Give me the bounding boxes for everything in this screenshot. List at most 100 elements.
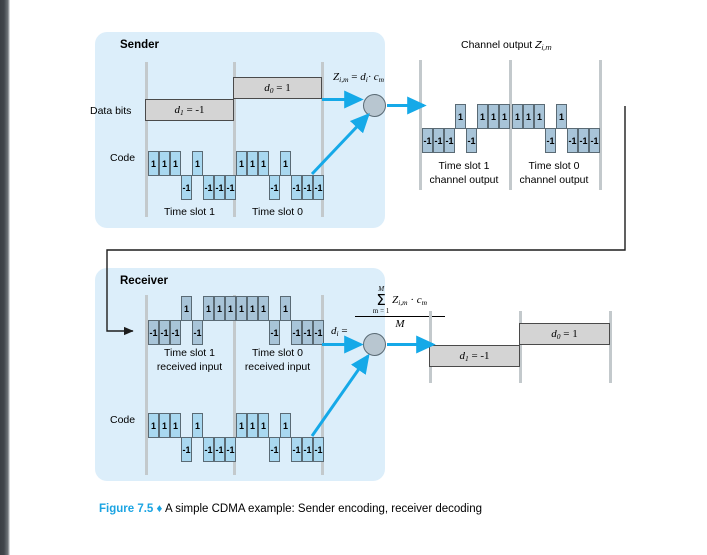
recv-in-slot0-chip-8: -1 — [313, 320, 324, 345]
sender-d0-sub: 0 — [269, 85, 274, 95]
recv-in-slot0-chip-7: -1 — [302, 320, 313, 345]
channel-out-slot0-chip-3: 1 — [534, 104, 545, 129]
receiver-divider-mid — [233, 295, 236, 475]
recv-code-slot0-chip-2: 1 — [247, 413, 258, 438]
sender-slot1-label: Time slot 1 — [164, 206, 215, 218]
sender-title: Sender — [120, 39, 159, 51]
receiver-slot0-label-2: received input — [244, 361, 311, 373]
recv-code-slot0-chip-5: 1 — [280, 413, 291, 438]
channel-output-title-sym: Z — [535, 39, 542, 51]
channel-out-slot0-chip-8: -1 — [589, 128, 600, 153]
recv-d0-sub: 0 — [556, 331, 561, 341]
channel-output-title-sub: i,m — [541, 43, 552, 52]
sender-code-slot1-chip-6: -1 — [203, 175, 214, 200]
receiver-slot0-label-1: Time slot 0 — [252, 347, 303, 359]
sender-code-slot0-chip-3: 1 — [258, 151, 269, 176]
recv-in-slot1-chip-2: -1 — [159, 320, 170, 345]
recv-in-slot1-chip-7: 1 — [214, 296, 225, 321]
channel-out-slot0-chip-5: 1 — [556, 104, 567, 129]
recv-code-slot0-chip-6: -1 — [291, 437, 302, 462]
caption-diamond-icon: ♦ — [156, 503, 163, 515]
recv-d1-sub: 1 — [464, 353, 469, 363]
sender-code-slot0-chip-8: -1 — [313, 175, 324, 200]
recv-in-slot1-chip-5: -1 — [192, 320, 203, 345]
recv-in-slot1-chip-8: 1 — [225, 296, 236, 321]
sender-data-bit-slot0: d0 = 1 — [233, 77, 322, 99]
channel-out-slot0-chip-1: 1 — [512, 104, 523, 129]
recv-code-slot0-chip-7: -1 — [302, 437, 313, 462]
sender-code-slot0-chip-1: 1 — [236, 151, 247, 176]
recv-in-slot1-chip-6: 1 — [203, 296, 214, 321]
sender-code-slot0-chip-6: -1 — [291, 175, 302, 200]
sender-divider-left — [145, 62, 148, 217]
channel-out-slot1-chip-8: 1 — [499, 104, 510, 129]
channel-out-slot1-chip-4: 1 — [455, 104, 466, 129]
recv-code-slot1-chip-8: -1 — [225, 437, 236, 462]
receiver-slot1-label-2: received input — [156, 361, 223, 373]
sender-code-slot0-chip-2: 1 — [247, 151, 258, 176]
sender-slot0-label: Time slot 0 — [252, 206, 303, 218]
channel-output-title-text: Channel output — [461, 39, 536, 51]
recv-code-slot1-chip-3: 1 — [170, 413, 181, 438]
recv-code-slot1-chip-6: -1 — [203, 437, 214, 462]
recv-d0-sym: d — [551, 327, 557, 340]
receiver-slot1-label-1: Time slot 1 — [164, 347, 215, 359]
sender-data-bit-slot1: d1 = -1 — [145, 99, 234, 121]
receiver-output-slot1: d1 = -1 — [429, 345, 520, 367]
sender-panel — [95, 32, 385, 228]
channel-out-slot0-chip-7: -1 — [578, 128, 589, 153]
channel-out-slot1-chip-5: -1 — [466, 128, 477, 153]
sender-multiplier-node — [363, 94, 386, 117]
figure-caption-text: A simple CDMA example: Sender encoding, … — [164, 503, 483, 515]
channel-out-slot0-chip-4: -1 — [545, 128, 556, 153]
channel-out-slot0-chip-6: -1 — [567, 128, 578, 153]
sender-code-slot1-chip-2: 1 — [159, 151, 170, 176]
sender-code-label: Code — [110, 152, 136, 164]
recv-in-slot1-chip-4: 1 — [181, 296, 192, 321]
receiver-code-label: Code — [110, 414, 136, 426]
sender-d0-val: = 1 — [276, 81, 291, 94]
sender-code-slot1-chip-8: -1 — [225, 175, 236, 200]
recv-code-slot1-chip-2: 1 — [159, 413, 170, 438]
recv-in-slot0-chip-3: 1 — [258, 296, 269, 321]
output-divider-mid — [519, 311, 522, 383]
recv-d0-val: = 1 — [563, 327, 578, 340]
sender-d0-sym: d — [264, 81, 270, 94]
channel-out-slot1-chip-2: -1 — [433, 128, 444, 153]
sender-code-slot1-chip-7: -1 — [214, 175, 225, 200]
channel-out-slot0-chip-2: 1 — [523, 104, 534, 129]
recv-code-slot1-chip-7: -1 — [214, 437, 225, 462]
channel-slot0-label-2: channel output — [519, 174, 589, 186]
recv-in-slot0-chip-1: 1 — [236, 296, 247, 321]
sigma-lower-limit: m = 1 — [372, 307, 390, 315]
sender-data-bits-label: Data bits — [90, 105, 132, 117]
sender-code-slot1-chip-5: 1 — [192, 151, 203, 176]
recv-code-slot0-chip-3: 1 — [258, 413, 269, 438]
receiver-output-slot0: d0 = 1 — [519, 323, 610, 345]
channel-out-slot1-chip-6: 1 — [477, 104, 488, 129]
sender-code-slot1-chip-3: 1 — [170, 151, 181, 176]
sender-code-slot1-chip-4: -1 — [181, 175, 192, 200]
sender-code-slot0-chip-7: -1 — [302, 175, 313, 200]
recv-d1-val: = -1 — [471, 349, 490, 362]
recv-in-slot1-chip-1: -1 — [148, 320, 159, 345]
figure-number: Figure 7.5 — [99, 503, 154, 515]
receiver-formula-eq: = — [341, 325, 348, 337]
recv-code-slot1-chip-5: 1 — [192, 413, 203, 438]
recv-code-slot0-chip-4: -1 — [269, 437, 280, 462]
receiver-formula-sub: i — [336, 329, 339, 338]
channel-divider-right — [599, 60, 602, 190]
sender-d1-val: = -1 — [186, 103, 205, 116]
receiver-title: Receiver — [120, 275, 168, 287]
channel-slot1-label-2: channel output — [429, 174, 499, 186]
channel-slot0-label-1: Time slot 0 — [528, 160, 580, 172]
sigma-icon: M Σ m = 1 — [372, 285, 390, 315]
sender-d1-sub: 1 — [179, 107, 184, 117]
sender-code-slot0-chip-5: 1 — [280, 151, 291, 176]
channel-slot1-label-1: Time slot 1 — [438, 160, 490, 172]
recv-code-slot1-chip-4: -1 — [181, 437, 192, 462]
recv-in-slot1-chip-3: -1 — [170, 320, 181, 345]
channel-output-title: Channel output Zi,m — [461, 39, 552, 52]
sender-z-formula: Zi,m = di· cm — [333, 71, 384, 84]
output-divider-right — [609, 311, 612, 383]
